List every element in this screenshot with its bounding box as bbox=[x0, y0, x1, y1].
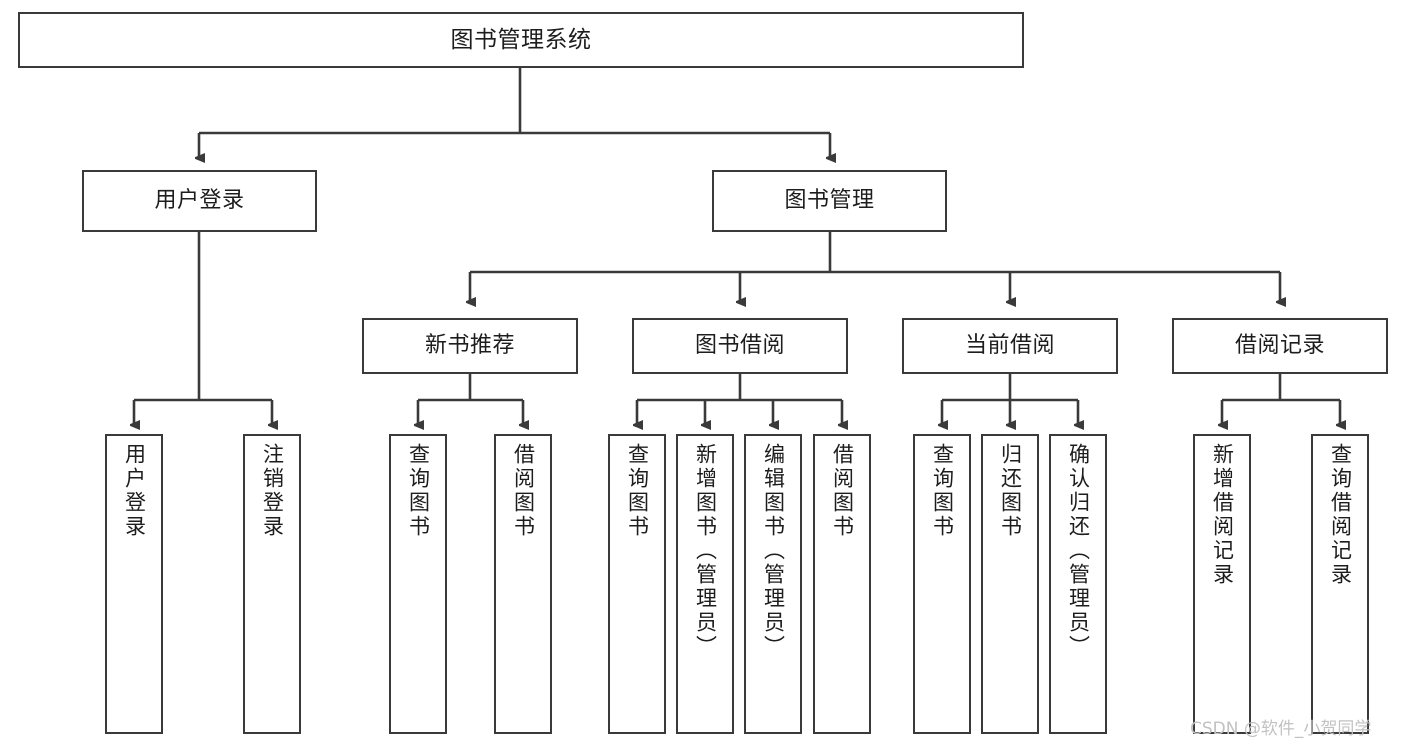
node-label: 查询图书 bbox=[406, 443, 431, 539]
node-current-borrow[interactable]: 当前借阅 bbox=[902, 318, 1118, 374]
node-book-management[interactable]: 图书管理 bbox=[712, 170, 947, 232]
csdn-watermark: CSDN @软件_小贺同学 bbox=[1190, 719, 1372, 739]
leaf-borrow-query-book[interactable]: 查询图书 bbox=[608, 434, 666, 734]
leaf-current-return-book[interactable]: 归还图书 bbox=[981, 434, 1039, 734]
leaf-recommend-query-book[interactable]: 查询图书 bbox=[389, 434, 447, 734]
node-label: 借阅图书 bbox=[511, 443, 536, 539]
leaf-user-login-login[interactable]: 用户登录 bbox=[105, 434, 163, 734]
node-user-login[interactable]: 用户登录 bbox=[82, 170, 317, 232]
node-label: 新增图书（管理员） bbox=[693, 443, 718, 659]
node-label: 图书借阅 bbox=[694, 333, 785, 359]
leaf-borrow-add-book[interactable]: 新增图书（管理员） bbox=[676, 434, 734, 734]
node-root-system[interactable]: 图书管理系统 bbox=[18, 12, 1024, 68]
node-label: 归还图书 bbox=[998, 443, 1023, 539]
node-book-borrow[interactable]: 图书借阅 bbox=[632, 318, 848, 374]
node-label: 新增借阅记录 bbox=[1210, 443, 1235, 587]
node-borrow-record[interactable]: 借阅记录 bbox=[1172, 318, 1388, 374]
node-label: 查询图书 bbox=[625, 443, 650, 539]
node-label: 图书管理系统 bbox=[450, 26, 592, 53]
node-label: 查询图书 bbox=[930, 443, 955, 539]
node-label: 用户登录 bbox=[154, 188, 245, 214]
leaf-current-confirm-return[interactable]: 确认归还（管理员） bbox=[1049, 434, 1107, 734]
node-new-book-recommend[interactable]: 新书推荐 bbox=[362, 318, 578, 374]
node-label: 当前借阅 bbox=[964, 333, 1055, 359]
node-label: 注销登录 bbox=[260, 443, 285, 539]
node-label: 查询借阅记录 bbox=[1328, 443, 1353, 587]
node-label: 借阅图书 bbox=[830, 443, 855, 539]
leaf-user-login-logout[interactable]: 注销登录 bbox=[243, 434, 301, 734]
node-label: 用户登录 bbox=[122, 443, 147, 539]
node-label: 确认归还（管理员） bbox=[1066, 443, 1091, 659]
leaf-borrow-edit-book[interactable]: 编辑图书（管理员） bbox=[744, 434, 802, 734]
leaf-record-query-record[interactable]: 查询借阅记录 bbox=[1311, 434, 1369, 734]
node-label: 借阅记录 bbox=[1234, 333, 1325, 359]
leaf-borrow-borrow-book[interactable]: 借阅图书 bbox=[813, 434, 871, 734]
node-label: 编辑图书（管理员） bbox=[761, 443, 786, 659]
leaf-current-query-book[interactable]: 查询图书 bbox=[913, 434, 971, 734]
node-label: 新书推荐 bbox=[424, 333, 515, 359]
leaf-record-add-record[interactable]: 新增借阅记录 bbox=[1193, 434, 1251, 734]
node-label: 图书管理 bbox=[784, 188, 875, 214]
leaf-recommend-borrow-book[interactable]: 借阅图书 bbox=[494, 434, 552, 734]
